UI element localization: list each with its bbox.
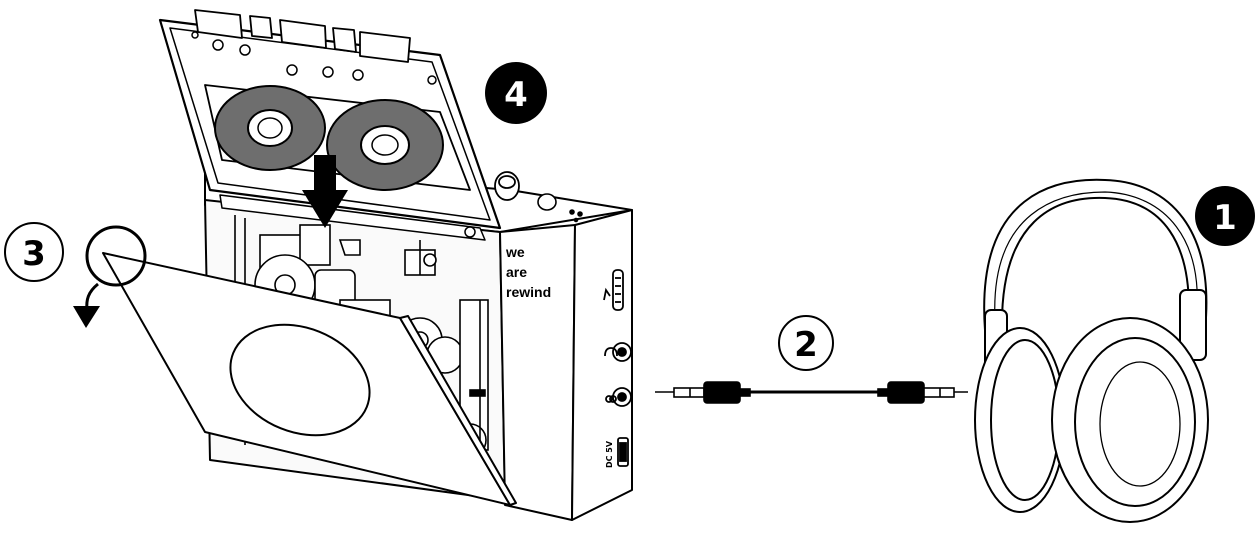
step-3-number: 3 <box>22 234 46 274</box>
step-1-badge: 1 <box>1195 186 1255 246</box>
cassette-top-tabs <box>194 9 411 63</box>
step-2-number: 2 <box>794 325 818 365</box>
cassette-tape <box>158 9 502 241</box>
door-window <box>229 323 371 437</box>
player-side-face <box>571 209 633 521</box>
brand-line-1: we <box>505 244 525 260</box>
step-3-badge: 3 <box>4 222 64 282</box>
dc-port-label: DC 5V <box>605 440 614 468</box>
side-ports <box>603 269 632 467</box>
control-buttons <box>537 193 583 223</box>
volume-wheel <box>612 269 624 311</box>
audio-cable <box>655 381 968 404</box>
insert-arrow-icon <box>302 155 348 228</box>
volume-knob <box>494 171 520 201</box>
brand-logo: we are rewind <box>505 244 551 300</box>
brand-line-3: rewind <box>506 284 551 300</box>
headphones-icon <box>974 178 1209 523</box>
player-door <box>102 252 517 506</box>
door-open-indicator <box>73 225 147 328</box>
step-4-number: 4 <box>504 75 528 115</box>
step-2-badge: 2 <box>778 315 834 371</box>
door-corner-highlight <box>85 225 147 287</box>
step-1-number: 1 <box>1213 198 1237 238</box>
brand-line-2: are <box>506 264 527 280</box>
headband <box>983 178 1208 331</box>
cassette-reels <box>214 85 444 191</box>
step-4-badge: 4 <box>485 62 547 124</box>
right-ear-cup <box>1051 317 1209 523</box>
